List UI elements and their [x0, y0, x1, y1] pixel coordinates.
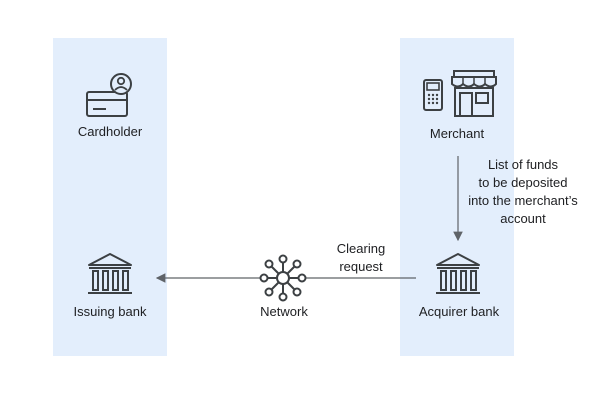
merchant-label: Merchant	[429, 126, 485, 141]
note-line: account	[500, 211, 546, 226]
bank-icon	[436, 253, 480, 294]
note-line: to be deposited	[478, 175, 568, 190]
credit-card-with-person-icon	[86, 73, 132, 117]
clearing-request-note: Clearing request	[316, 240, 406, 276]
storefront-with-card-terminal-icon	[423, 70, 497, 117]
note-line: into the merchant’s	[468, 193, 578, 208]
acquirer-side-column	[400, 38, 514, 356]
funds-list-note: List of funds to be deposited into the m…	[455, 156, 591, 228]
network-hub-icon	[259, 254, 307, 302]
bank-icon	[88, 253, 132, 294]
note-line: Clearing	[336, 241, 386, 256]
note-line: request	[339, 259, 383, 274]
note-line: List of funds	[487, 157, 559, 172]
cardholder-label: Cardholder	[77, 124, 143, 139]
acquirer-bank-label: Acquirer bank	[418, 304, 500, 319]
network-label: Network	[260, 304, 308, 319]
issuing-bank-label: Issuing bank	[73, 304, 147, 319]
